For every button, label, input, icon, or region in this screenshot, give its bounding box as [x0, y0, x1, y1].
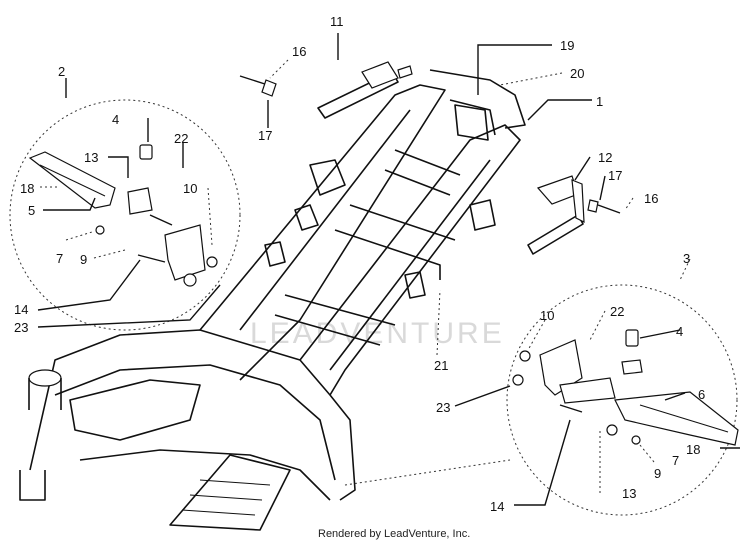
detail-circle-3	[506, 284, 738, 516]
detail-circle-2	[9, 99, 241, 331]
callout-3: 3	[683, 251, 690, 266]
part-16-bolt-top	[239, 75, 277, 97]
callout-12: 12	[598, 150, 612, 165]
callouts: 1 2 3 4 4 5 6 7 7 9 9 10 10 11 12 13 13 …	[14, 14, 705, 514]
callout-22-left: 22	[174, 131, 188, 146]
callout-4-left: 4	[112, 112, 119, 127]
callout-19: 19	[560, 38, 574, 53]
part-11-peg	[317, 61, 413, 119]
callout-6: 6	[698, 387, 705, 402]
callout-5: 5	[28, 203, 35, 218]
callout-2: 2	[58, 64, 65, 79]
callout-11: 11	[330, 14, 344, 29]
callout-16-right: 16	[644, 191, 658, 206]
detail-2-parts	[28, 144, 218, 287]
callout-9-right: 9	[654, 466, 661, 481]
callout-13-right: 13	[622, 486, 636, 501]
main-frame	[19, 69, 526, 531]
rendered-by-caption: Rendered by LeadVenture, Inc.	[318, 528, 470, 540]
callout-16-top: 16	[292, 44, 306, 59]
callout-23-left: 23	[14, 320, 28, 335]
callout-14-left: 14	[14, 302, 28, 317]
callout-22-right: 22	[610, 304, 624, 319]
callout-1: 1	[596, 94, 603, 109]
callout-9-left: 9	[80, 252, 87, 267]
callout-7-right: 7	[672, 453, 679, 468]
callout-20: 20	[570, 66, 584, 81]
callout-13-left: 13	[84, 150, 98, 165]
callout-14-right: 14	[490, 499, 504, 514]
callout-18-left: 18	[20, 181, 34, 196]
callout-17-top: 17	[258, 128, 272, 143]
detail-3-parts	[512, 329, 739, 446]
part-12-peg	[527, 175, 621, 255]
leader-lines	[37, 33, 740, 506]
callout-18-right: 18	[686, 442, 700, 457]
callout-7-left: 7	[56, 251, 63, 266]
callout-23-right: 23	[436, 400, 450, 415]
callout-10-left: 10	[183, 181, 197, 196]
callout-4-right: 4	[676, 324, 683, 339]
callout-21: 21	[434, 358, 448, 373]
callout-17-right: 17	[608, 168, 622, 183]
callout-10-right: 10	[540, 308, 554, 323]
